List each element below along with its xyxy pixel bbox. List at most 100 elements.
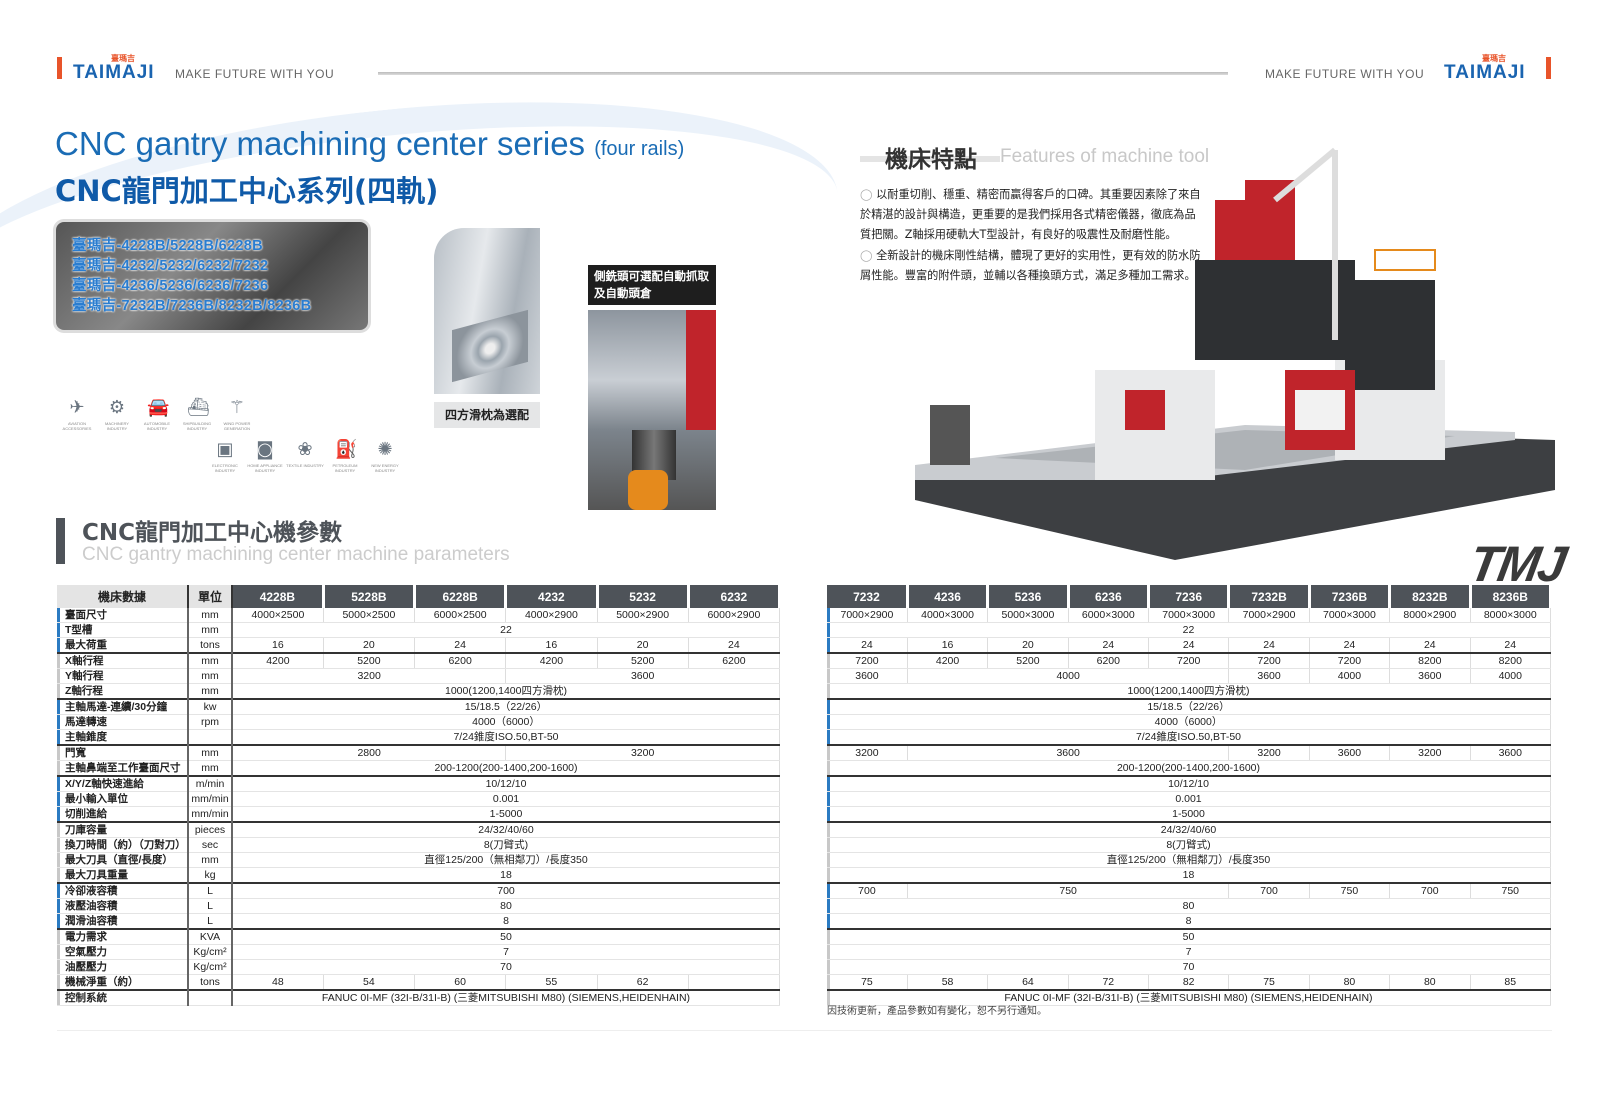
slogan-right: MAKE FUTURE WITH YOU — [1265, 67, 1425, 81]
cell-value: FANUC 0I-MF (32I-B/31I-B) (三菱MITSUBISHI … — [827, 989, 1551, 1007]
params-accent-bar — [56, 518, 65, 564]
model-line: 臺瑪吉-4232/5232/6232/7232 — [72, 258, 269, 274]
cell-value: 750 — [1470, 882, 1551, 900]
features-list: ◯ 以耐重切削、穩重、精密而贏得客戶的口碑。其重要因素除了來自於精湛的設計與構造… — [860, 185, 1205, 286]
col-header-model: 7232B — [1228, 585, 1311, 608]
table-row: 80 — [827, 898, 1551, 915]
cell-value: 62 — [597, 974, 689, 991]
cell-value: 24 — [827, 637, 908, 654]
cell-value: 5000×3000 — [987, 608, 1069, 624]
cell-value: 750 — [1309, 882, 1391, 900]
cell-value: 4200 — [907, 652, 989, 670]
cell-value: 7000×3000 — [1148, 608, 1230, 624]
cell-value: 4200 — [505, 652, 598, 670]
cell-value: 700 — [1389, 882, 1471, 900]
col-header-model: 5236 — [987, 585, 1070, 608]
model-list-panel: 臺瑪吉-4228B/5228B/6228B 臺瑪吉-4232/5232/6232… — [56, 222, 368, 330]
page-title-en: CNC gantry machining center series (four… — [55, 125, 684, 163]
cell-value: 24 — [1309, 637, 1391, 654]
table-row: 15/18.5（22/26） — [827, 698, 1551, 716]
cell-value: 22 — [232, 622, 780, 639]
header-divider — [378, 72, 1228, 75]
table-row: 7/24錐度ISO.50,BT-50 — [827, 729, 1551, 746]
cell-value: 7 — [827, 944, 1551, 961]
row-unit: mm — [188, 608, 233, 624]
row-unit: mm — [188, 683, 233, 700]
cell-value: 1000(1200,1400四方滑枕) — [827, 683, 1551, 700]
col-header-model: 6232 — [688, 585, 782, 608]
cell-value: 3600 — [907, 744, 1230, 762]
cell-value: 7000×3000 — [1309, 608, 1391, 624]
cell-value: 24 — [414, 637, 507, 654]
cell-value: 4000×3000 — [907, 608, 989, 624]
row-unit: KVA — [188, 928, 233, 946]
cell-value: 6000×2500 — [414, 608, 507, 624]
cell-value: 8000×2900 — [1389, 608, 1471, 624]
row-unit: L — [188, 882, 233, 900]
row-label: 電力需求 — [57, 928, 189, 946]
cell-value: 1-5000 — [827, 806, 1551, 823]
table-row: 70 — [827, 959, 1551, 976]
cell-value: 8 — [232, 913, 780, 930]
cell-value: 7/24錐度ISO.50,BT-50 — [827, 729, 1551, 746]
cell-value: 7/24錐度ISO.50,BT-50 — [232, 729, 780, 746]
col-header-model: 5232 — [597, 585, 690, 608]
cell-value — [688, 974, 781, 991]
cell-value: 15/18.5（22/26） — [827, 698, 1551, 716]
cell-value: 48 — [232, 974, 324, 991]
row-label: 刀庫容量 — [57, 821, 189, 839]
table-row: 200-1200(200-1400,200-1600) — [827, 760, 1551, 777]
cell-value: 3200 — [232, 668, 507, 685]
cell-value: 55 — [505, 974, 598, 991]
cell-value: 7200 — [1309, 652, 1391, 670]
row-label: 主軸鼻端至工作臺面尺寸 — [57, 760, 189, 777]
row-unit: Kg/cm² — [188, 959, 233, 976]
cell-value: 20 — [597, 637, 689, 654]
row-label: 換刀時間（約）（刀對刀） — [57, 837, 189, 854]
table-row: 8 — [827, 913, 1551, 930]
col-header-model: 4236 — [907, 585, 990, 608]
cell-value: 5000×2500 — [323, 608, 416, 624]
col-header-unit: 單位 — [188, 585, 233, 608]
cell-value: 16 — [907, 637, 989, 654]
cell-value: 70 — [827, 959, 1551, 976]
row-unit: m/min — [188, 775, 233, 793]
title-en-main: CNC gantry machining center series — [55, 125, 586, 162]
row-unit: mm — [188, 668, 233, 685]
table-row: 50 — [827, 928, 1551, 946]
ship-icon: ⛴SHIPBUILDING INDUSTRY — [182, 397, 212, 432]
airplane-icon: ✈AVIATION ACCESSORIES — [62, 397, 92, 432]
col-header-model: 6236 — [1068, 585, 1151, 608]
row-unit: sec — [188, 837, 233, 854]
cell-value: 82 — [1148, 974, 1230, 991]
row-label: 切削進給 — [57, 806, 189, 823]
gear-wrench-icon: ⚙MACHINERY INDUSTRY — [105, 397, 129, 432]
oil-pump-icon: ⛽PETROLEUM INDUSTRY — [332, 439, 358, 474]
cell-value: 85 — [1470, 974, 1551, 991]
page-title-cn: CNC龍門加工中心系列(四軌) — [55, 174, 439, 208]
brand-name: TAIMAJI — [73, 62, 155, 83]
table-row: 0.001 — [827, 791, 1551, 808]
row-label: 空氣壓力 — [57, 944, 189, 961]
params-title-en: CNC gantry machining center machine para… — [82, 544, 510, 565]
col-header-model: 5228B — [323, 585, 417, 608]
cell-value: 24 — [1389, 637, 1471, 654]
cell-value: 3200 — [1389, 744, 1471, 762]
cotton-icon: ❀TEXTILE INDUSTRY — [286, 439, 324, 469]
row-label: 冷卻液容積 — [57, 882, 189, 900]
row-label: 油壓壓力 — [57, 959, 189, 976]
